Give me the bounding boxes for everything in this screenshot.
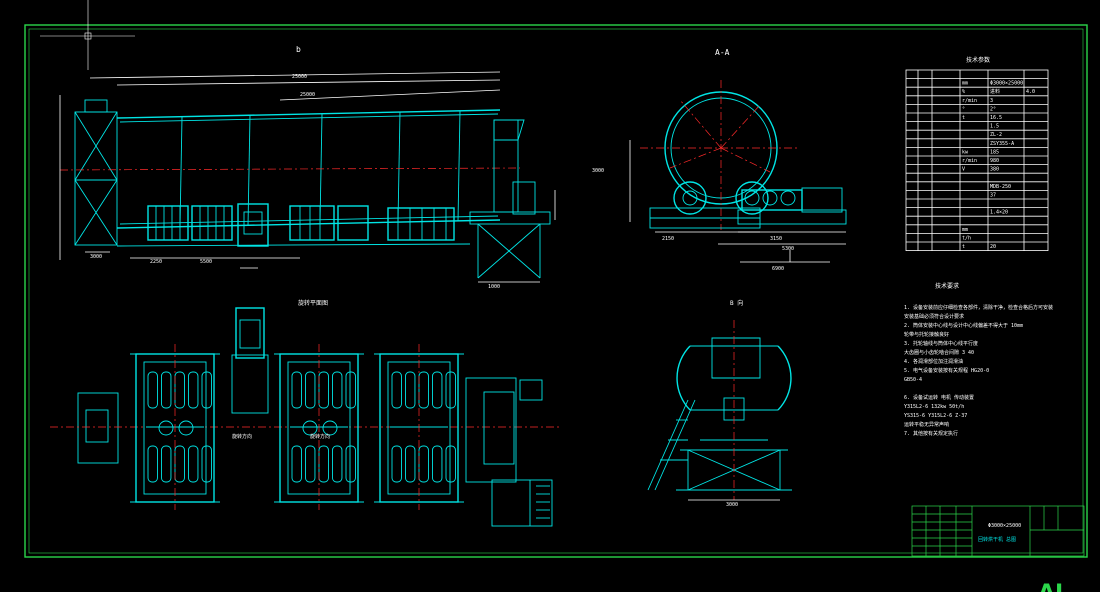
note-line: 2. 筒体安装中心线与设计中心线偏差不得大于 10mm: [904, 322, 1023, 329]
plan-view: 旋转平面图 旋转方向 旋转方向: [50, 299, 560, 527]
front-elevation-view: 25000 25000 3000 2250 5500 1000 b 3000: [59, 45, 604, 290]
note-line: 运转平稳无异常声响: [904, 421, 949, 428]
section-a-a-label: A-A: [715, 48, 730, 57]
front-view-label: b: [296, 45, 301, 54]
tech-table-cell: V: [962, 167, 965, 173]
tech-table-cell: r/min: [962, 98, 977, 104]
svg-text:2150: 2150: [662, 236, 674, 242]
tech-table-cell: 380: [990, 167, 999, 173]
tech-table-cell: 37: [990, 192, 996, 198]
note-line: GB50-4: [904, 377, 922, 383]
note-line: 5. 电气设备安装按有关规程 HG20-0: [904, 367, 989, 374]
svg-text:2250: 2250: [150, 259, 162, 265]
note-line: 轮带与托轮接触良好: [904, 331, 949, 338]
title-line-1: Φ3000×25000: [988, 523, 1021, 529]
tech-table-cell: °: [962, 106, 965, 112]
tech-parameter-table: 技术参数 mm Φ3000×25000% 进料 4.0 r/min 3 ° 2° t 16.5 1.…: [905, 56, 1049, 252]
svg-text:5500: 5500: [200, 259, 212, 265]
tech-table-cell: kw: [962, 149, 969, 155]
section-a-a-view: A-A 2150 3150 5300 6900: [629, 48, 847, 272]
notes-title: 技术要求: [935, 282, 959, 290]
svg-text:25000: 25000: [292, 74, 307, 80]
svg-text:25000: 25000: [300, 92, 315, 98]
svg-text:3000: 3000: [592, 168, 604, 174]
tech-table-cell: Φ3000×25000: [990, 81, 1023, 87]
note-line: 1. 设备安装前应仔细检查各部件，清除干净，检查合格后方可安装: [904, 304, 1053, 311]
note-line: 6. 设备试运转 电机 传动装置: [904, 394, 974, 401]
tech-table-cell: ZSY355-A: [990, 141, 1014, 147]
tech-table-cell: t: [962, 244, 965, 250]
cad-crosshair-cursor[interactable]: [40, 0, 135, 70]
technical-notes: 技术要求 1. 设备安装前应仔细检查各部件，清除干净，检查合格后方可安装 安装基…: [904, 282, 1053, 437]
tech-table-cell: t/h: [962, 235, 971, 241]
tech-table-cell: r/min: [962, 158, 977, 164]
note-line: 3. 托轮轴线与筒体中心线平行度: [904, 340, 978, 347]
tech-table-cell: 3: [990, 98, 993, 104]
plan-view-label: 旋转平面图: [298, 299, 328, 307]
svg-text:5300: 5300: [782, 246, 794, 252]
tech-table-cell: MDB-250: [990, 184, 1011, 190]
tech-table-cell: mm: [962, 81, 968, 87]
note-line: 大齿圈与小齿轮啮合间隙 3 40: [904, 349, 974, 356]
tech-table-cell: 16.5: [990, 115, 1002, 121]
tech-table-cell: mm: [962, 227, 968, 233]
svg-text:旋转方向: 旋转方向: [232, 433, 252, 440]
note-line: Y315L2-6 132kw 50t/h: [904, 404, 964, 410]
tech-table-cell: 1.4×20: [990, 210, 1008, 216]
tech-table-cell: 1.5: [990, 124, 999, 130]
note-line: 7. 其他按有关规定执行: [904, 430, 958, 437]
tech-table-cell: 进料: [990, 88, 1000, 95]
svg-text:3000: 3000: [726, 502, 738, 508]
tech-table-cell: 185: [990, 149, 999, 155]
svg-text:3150: 3150: [770, 236, 782, 242]
note-line: 4. 各润滑部位加注润滑油: [904, 358, 963, 365]
title-line-2: 回转烘干机 总图: [978, 536, 1016, 543]
tech-table-cell: ZL-2: [990, 132, 1002, 138]
note-line: 安装基础必须符合设计要求: [904, 313, 964, 320]
title-block: Φ3000×25000 回转烘干机 总图: [911, 505, 1085, 557]
tech-table-cell: 980: [990, 158, 999, 164]
svg-text:1000: 1000: [488, 284, 500, 290]
b-view-label: B 向: [730, 299, 743, 307]
svg-text:旋转方向: 旋转方向: [310, 433, 330, 440]
tech-table-cell: 20: [990, 244, 996, 250]
ai-watermark-logo: AI: [1038, 581, 1063, 592]
note-line: YS315-6 Y315L2-6 Z-37: [904, 413, 967, 419]
tech-table-cell: 4.0: [1026, 89, 1035, 95]
tech-table-title: 技术参数: [966, 56, 990, 64]
tech-table-cell: t: [962, 115, 965, 121]
svg-text:3000: 3000: [90, 254, 102, 260]
b-direction-view: B 向 3000: [647, 299, 792, 508]
tech-table-cell: %: [962, 89, 965, 95]
drawing-frame: [24, 24, 1088, 558]
svg-text:6900: 6900: [772, 266, 784, 272]
tech-table-cell: 2°: [990, 106, 996, 112]
